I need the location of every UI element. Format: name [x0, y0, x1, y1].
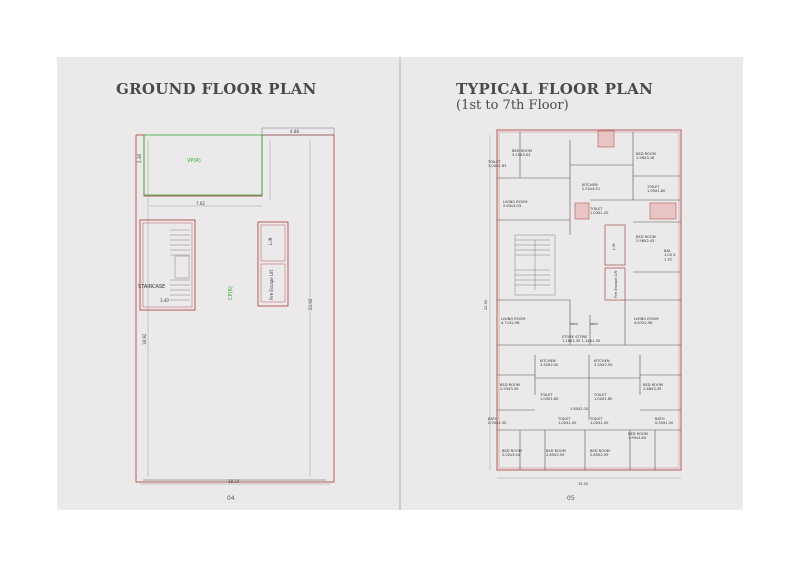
lift-shaft	[260, 224, 286, 262]
dim-top-label: 4.88	[290, 129, 299, 134]
typical-floor-title: TYPICAL FLOOR PLAN	[456, 80, 654, 98]
staircase-outer	[139, 219, 196, 311]
cp-label: CP(R)	[228, 286, 234, 300]
typical-lift	[604, 224, 626, 266]
dim-side-label: 22.92	[308, 298, 313, 310]
typical-room-lines	[497, 132, 681, 470]
typical-lift-label: L.ift	[612, 243, 616, 250]
left-page-number: 04	[227, 495, 235, 502]
right-page	[401, 57, 743, 510]
dim-small-label: 2.38	[137, 154, 142, 163]
dim-bottom-label: 18.14	[228, 479, 240, 484]
ground-floor-title: GROUND FLOOR PLAN	[116, 80, 317, 98]
stair-steps	[170, 229, 190, 301]
typical-fire-lift-label: Fire Escape Lift	[614, 270, 618, 298]
typical-fire-lift	[604, 267, 626, 301]
fire-lift-shaft	[260, 263, 286, 303]
duct-hatch	[597, 130, 615, 148]
fire-lift-label: Fire Escape Lift	[269, 269, 274, 300]
staircase-inner	[142, 222, 193, 308]
room-void-r: Void	[590, 322, 598, 326]
dim-stair-label: 3.40	[160, 298, 169, 303]
vp-label: VP(R)	[187, 158, 201, 164]
staircase-label: STAIRCASE	[138, 284, 165, 290]
room-void-l: Void	[570, 322, 578, 326]
dim-center: 1.80X2.10	[570, 407, 589, 411]
lift-block	[257, 221, 289, 307]
typical-dim-left: 22.92	[484, 300, 488, 310]
book-spine	[399, 57, 401, 510]
lift-label: L.ift	[268, 237, 273, 245]
vp-area	[143, 134, 263, 196]
right-page-number: 05	[567, 495, 575, 502]
duct-hatch	[649, 202, 677, 220]
typical-stair	[514, 234, 556, 296]
dim-left-label: 18.92	[142, 333, 147, 345]
duct-hatch	[574, 202, 590, 220]
typical-dim-bottom: 15.20	[578, 482, 589, 486]
left-page	[57, 57, 399, 510]
dim-vp-label: 7.62	[196, 201, 205, 206]
typical-floor-subtitle: (1st to 7th Floor)	[456, 98, 569, 113]
top-dim-box	[261, 127, 335, 136]
